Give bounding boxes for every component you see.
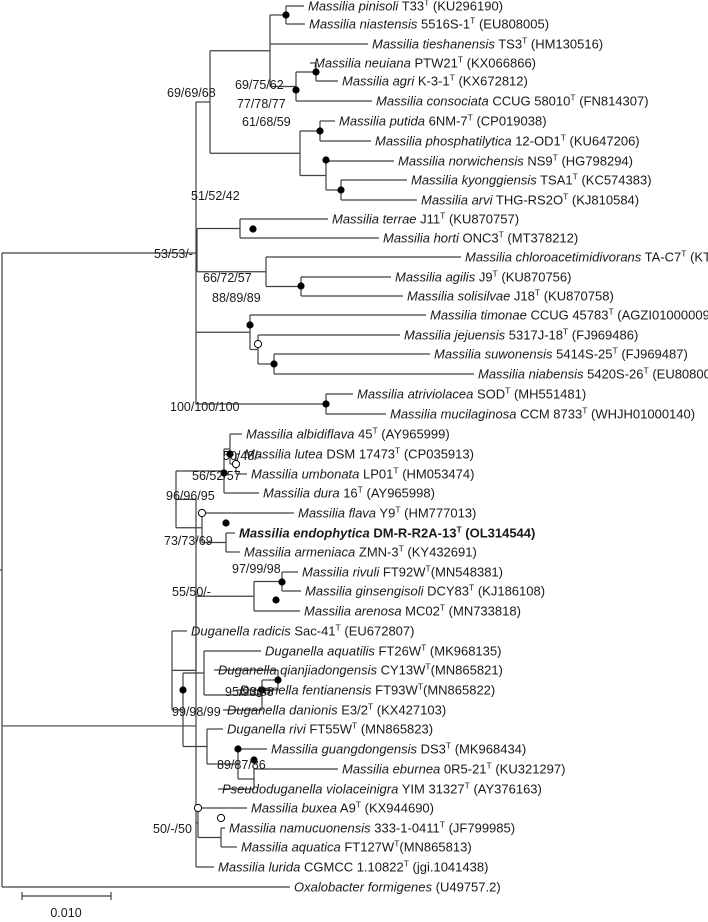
leaf-label: Massilia consociata CCUG 58010T (FN81430… [376,93,649,109]
leaf-label: Massilia namucuonensis 333-1-0411T (JF79… [229,820,515,836]
leaf-label: Duganella rivi FT55WT (MN865823) [227,721,433,737]
bootstrap-label: 95/93/88 [225,685,274,699]
leaf-label: Oxalobacter formigenes (U49757.2) [294,880,501,895]
node-filled-circle [322,156,330,164]
node-filled-circle [316,127,324,135]
node-filled-circle [274,676,282,684]
bootstrap-label: 61/68/59 [242,115,291,129]
node-open-circle [231,459,241,469]
node-open-circle [253,339,263,349]
leaf-label: Massilia pinisoli T33T (KU296190) [308,0,503,14]
leaf-label: Massilia tieshanensis TS3T (HM130516) [372,36,603,52]
bootstrap-label: 97/99/98 [232,562,281,576]
leaf-label: Massilia lutea DSM 17473T (CP035913) [244,446,474,462]
bootstrap-label: 96/96/95 [166,489,215,503]
node-filled-circle [258,686,266,694]
node-filled-circle [292,86,300,94]
bootstrap-label: 77/78/77 [237,97,286,111]
leaf-label: Massilia horti ONC3T (MT378212) [383,230,578,246]
bootstrap-label: 53/53/- [154,247,193,261]
leaf-label: Massilia solisilvae J18T (KU870758) [407,288,614,304]
node-filled-circle [179,686,187,694]
leaf-label: Duganella qianjiadongensis CY13WT(MN8658… [218,662,503,678]
leaf-label: Massilia chloroacetimidivorans TA-C7T (K… [465,249,708,265]
node-filled-circle [312,68,320,76]
leaf-label: Massilia norwichensis NS9T (HG798294) [398,153,633,169]
node-filled-circle [297,282,305,290]
bootstrap-label: 99/98/99 [172,705,221,719]
bootstrap-label: 50/48/- [223,449,262,463]
leaf-label: Massilia kyonggiensis TSA1T (KC574383) [411,172,652,188]
bootstrap-label: 73/73/69 [164,534,213,548]
tree-node-markers [179,11,345,823]
leaf-label: Massilia arvi THG-RS2OT (KJ810584) [421,192,639,208]
leaf-label: Massilia guangdongensis DS3T (MK968434) [271,741,526,757]
leaf-label: Massilia armeniaca ZMN-3T (KY432691) [244,544,477,560]
tree-leaf-labels: Massilia pinisoli T33T (KU296190) Massili… [191,0,708,895]
node-filled-circle [246,321,254,329]
node-filled-circle [222,519,230,527]
node-filled-circle [337,186,345,194]
leaf-label: Pseudoduganella violaceinigra YIM 31327T… [222,781,542,797]
bootstrap-label: 51/52/42 [191,189,240,203]
node-filled-circle [278,578,286,586]
bootstrap-label: 56/52/57 [192,469,241,483]
bootstrap-label: 50/-/50 [153,822,192,836]
leaf-label: Massilia arenosa MC02T (MN733818) [304,603,521,619]
scale-bar-label: 0.010 [50,906,81,920]
leaf-label: Duganella aquatilis FT26WT (MK968135) [265,643,501,659]
leaf-label: Massilia dura 16T (AY965998) [263,485,435,501]
leaf-label: Massilia eburnea 0R5-21T (KU321297) [342,761,565,777]
leaf-label: Massilia putida 6NM-7T (CP019038) [339,113,547,129]
leaf-label: Massilia mucilaginosa CCM 8733T (WHJH010… [390,406,695,422]
leaf-label: Massilia buxea A9T (KX944690) [251,800,434,816]
leaf-label: Massilia albidiflava 45T (AY965999) [246,426,450,442]
node-filled-circle [272,596,280,604]
leaf-label: Massilia atriviolacea SODT (MH551481) [357,386,586,402]
node-open-circle [197,508,207,518]
node-filled-circle [226,450,234,458]
bootstrap-labels: 69/69/68 69/75/62 77/78/77 61/68/59 51/52/42… [153,78,291,836]
node-filled-circle [282,11,290,19]
node-filled-circle [250,756,258,764]
bootstrap-label: 89/87/86 [217,758,266,772]
leaf-label: Massilia umbonata LP01T (HM053474) [251,466,474,482]
bootstrap-label: 69/75/62 [235,78,284,92]
leaf-label: Massilia agri K-3-1T (KX672812) [342,73,528,89]
leaf-label: Massilia endophytica DM-R-R2A-13T (OL314… [239,525,535,541]
leaf-label: Massilia lurida CGMCC 1.10822T (jgi.1041… [218,859,488,875]
bootstrap-label: 88/89/89 [212,291,261,305]
node-open-circle [193,803,203,813]
node-open-circle [216,813,226,823]
node-filled-circle [322,400,330,408]
leaf-label: Massilia ginsengisoli DCY83T (KJ186108) [305,583,545,599]
leaf-label: Duganella danionis E3/2T (KX427103) [227,702,446,718]
leaf-label: Massilia rivuli FT92WT(MN548381) [302,564,503,580]
node-filled-circle [220,469,228,477]
leaf-label: Massilia agilis J9T (KU870756) [395,269,571,285]
leaf-label: Massilia suwonensis 5414S-25T (FJ969487) [434,346,688,362]
node-filled-circle [270,360,278,368]
leaf-label: Massilia phosphatilytica 12-OD1T (KU6472… [375,133,640,149]
leaf-label: Duganella fentianensis FT93WT(MN865822) [240,682,495,698]
bootstrap-label: 69/69/68 [167,86,216,100]
node-filled-circle [249,225,257,233]
leaf-label: Massilia neuiana PTW21T (KX066866) [314,55,536,71]
node-filled-circle [234,745,242,753]
leaf-label: Massilia timonae CCUG 45783T (AGZI010000… [430,307,708,323]
leaf-label: Massilia flava Y9T (HM777013) [298,505,476,521]
leaf-label: Massilia aquatica FT127WT(MN865813) [241,839,472,855]
leaf-label: Duganella radicis Sac-41T (EU672807) [191,623,414,639]
leaf-label: Massilia terrae J11T (KU870757) [332,211,519,227]
leaf-label: Massilia niabensis 5420S-26T (EU808006) [478,366,708,382]
bootstrap-label: 66/72/57 [203,271,252,285]
leaf-label: Massilia jejuensis 5317J-18T (FJ969486) [404,327,638,343]
scale-bar: 0.010 [21,892,112,920]
bootstrap-label: 55/50/- [172,585,211,599]
leaf-label: Massilia niastensis 5516S-1T (EU808005) [309,16,549,32]
bootstrap-label: 100/100/100 [170,400,240,414]
